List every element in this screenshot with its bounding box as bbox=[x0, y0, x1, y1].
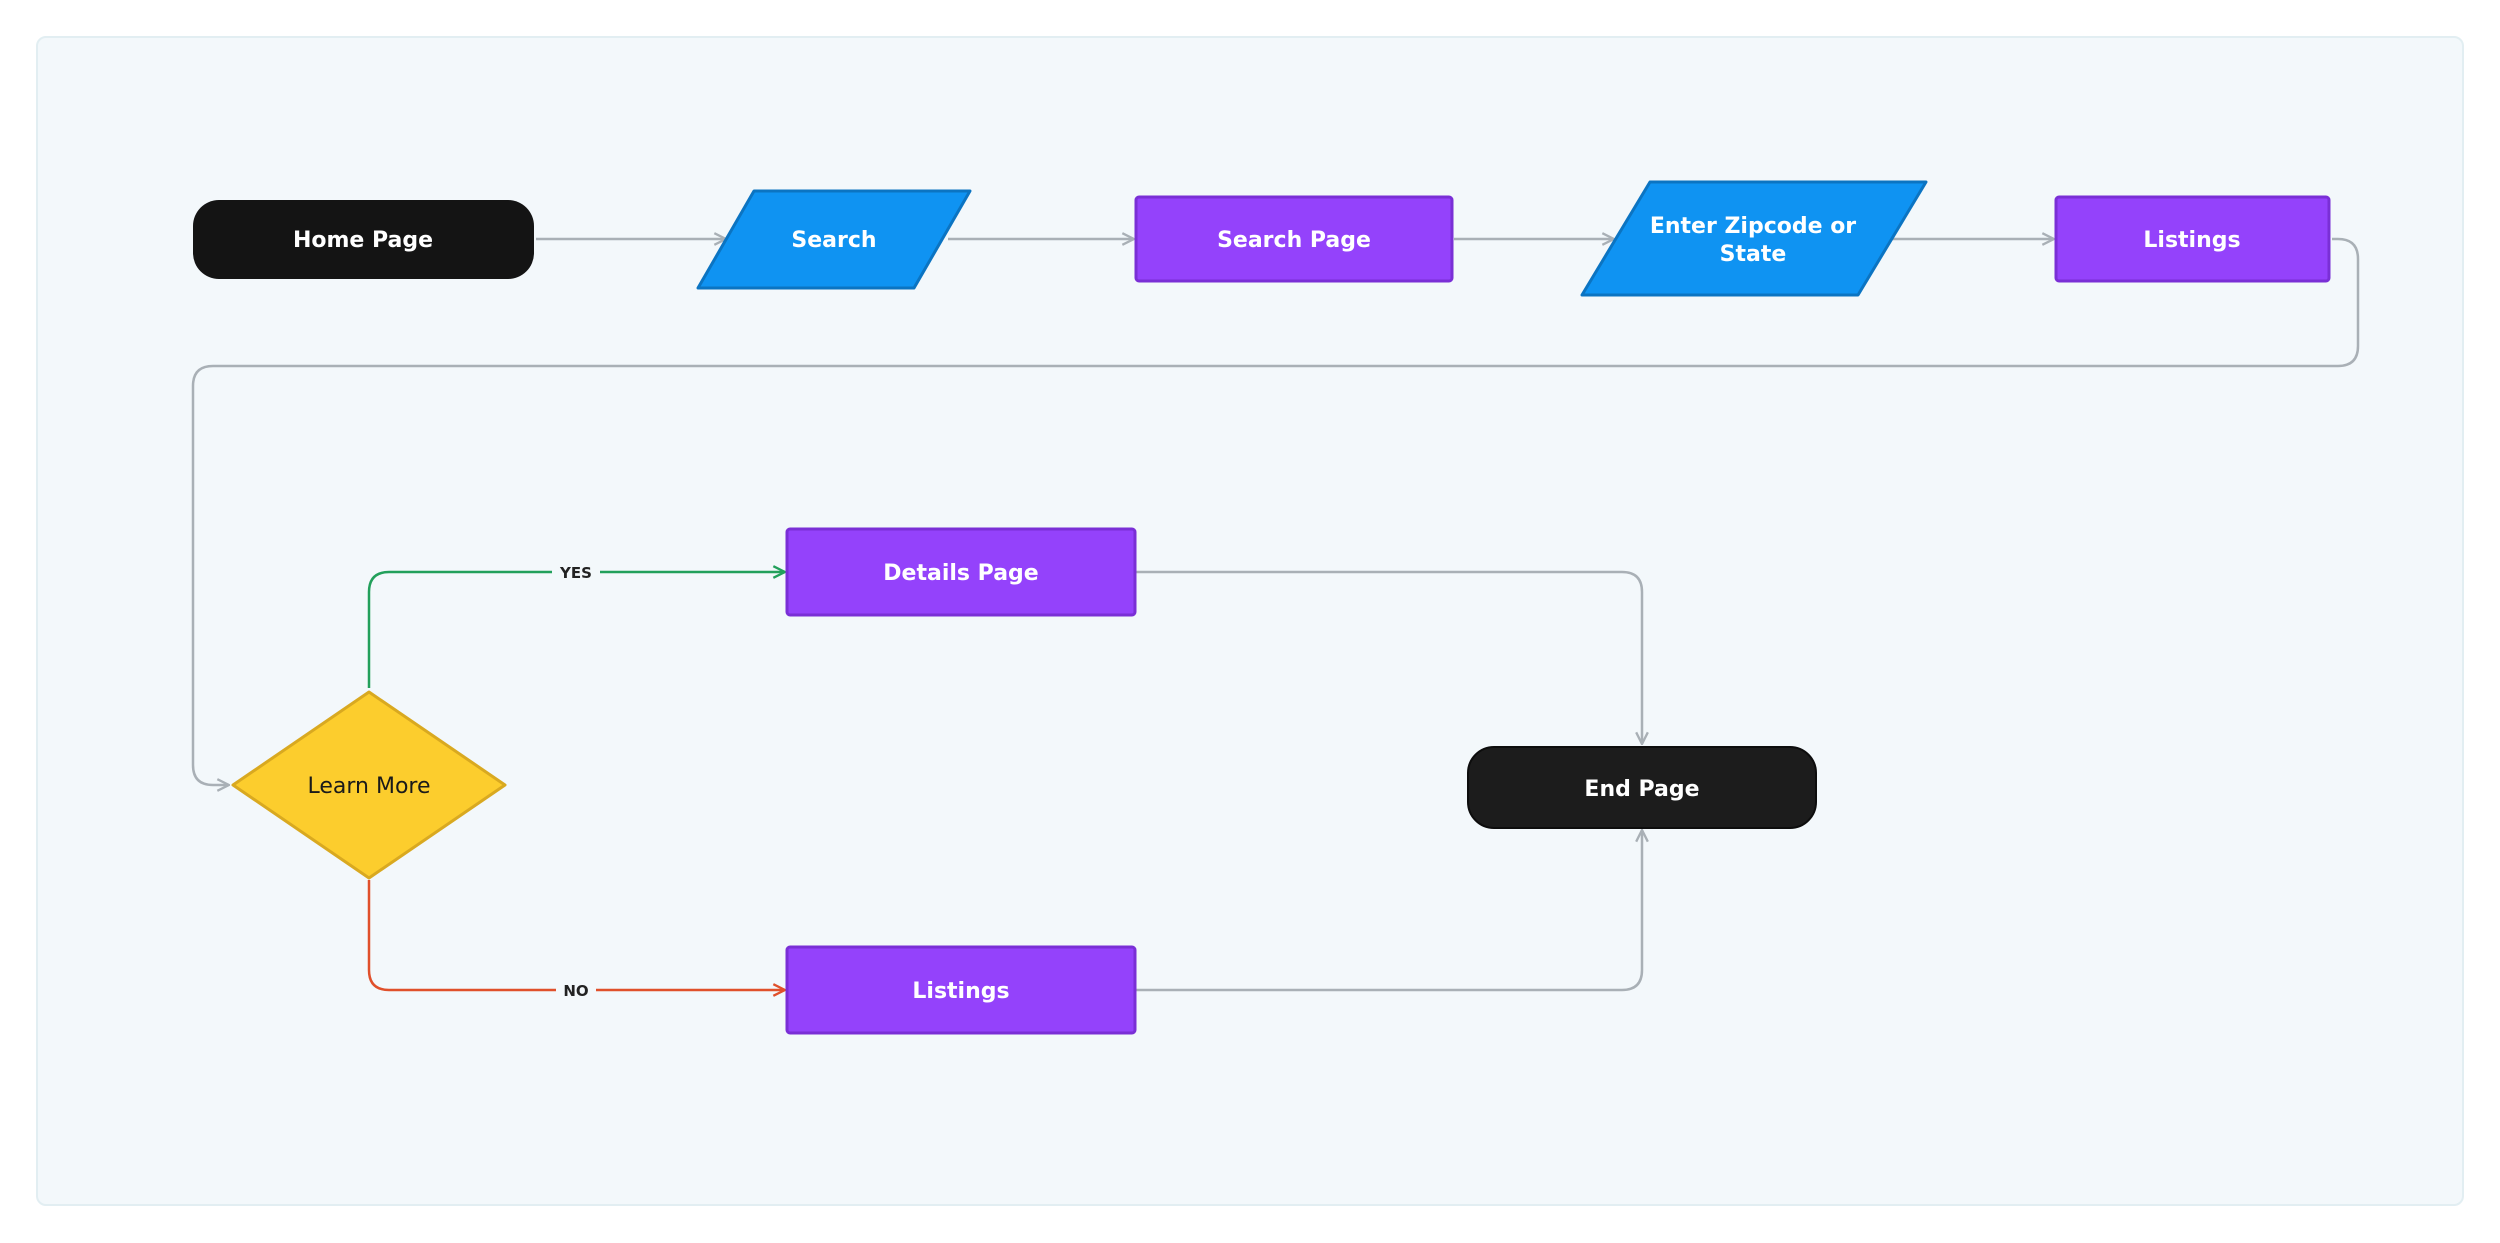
node-search-page-label: Search Page bbox=[1217, 228, 1371, 253]
node-home-page[interactable]: Home Page bbox=[193, 200, 534, 279]
node-search-label: Search bbox=[791, 228, 876, 253]
edge-listings-to-learn-more bbox=[191, 237, 2360, 785]
no-label: NO bbox=[563, 982, 588, 1000]
node-search-page[interactable]: Search Page bbox=[1134, 195, 1454, 283]
node-listings-top-label: Listings bbox=[2143, 228, 2240, 253]
node-details-page-label: Details Page bbox=[883, 561, 1038, 586]
node-enter-zipcode[interactable]: Enter Zipcode or State bbox=[1580, 180, 1928, 297]
connectors bbox=[191, 237, 2360, 992]
node-listings-bottom[interactable]: Listings bbox=[785, 945, 1137, 1035]
node-listings-top[interactable]: Listings bbox=[2054, 195, 2331, 283]
node-end-page-label: End Page bbox=[1584, 777, 1699, 802]
yes-edge-label: YES bbox=[552, 560, 600, 584]
edge-yes-to-details bbox=[367, 572, 785, 688]
yes-label: YES bbox=[559, 564, 592, 582]
node-end-page[interactable]: End Page bbox=[1467, 746, 1817, 829]
node-details-page[interactable]: Details Page bbox=[785, 527, 1137, 617]
node-enter-zipcode-label-line1: Enter Zipcode or bbox=[1650, 214, 1856, 239]
edge-no-to-listings bbox=[367, 880, 785, 990]
edge-listings-to-end bbox=[1136, 830, 1642, 992]
node-search[interactable]: Search bbox=[696, 189, 972, 290]
node-home-page-label: Home Page bbox=[293, 228, 433, 253]
node-listings-bottom-label: Listings bbox=[912, 979, 1009, 1004]
node-learn-more[interactable]: Learn More bbox=[231, 690, 507, 880]
no-edge-label: NO bbox=[556, 978, 596, 1002]
edge-details-to-end bbox=[1136, 570, 1642, 744]
node-enter-zipcode-label-line2: State bbox=[1720, 242, 1787, 267]
node-learn-more-label: Learn More bbox=[307, 774, 430, 799]
